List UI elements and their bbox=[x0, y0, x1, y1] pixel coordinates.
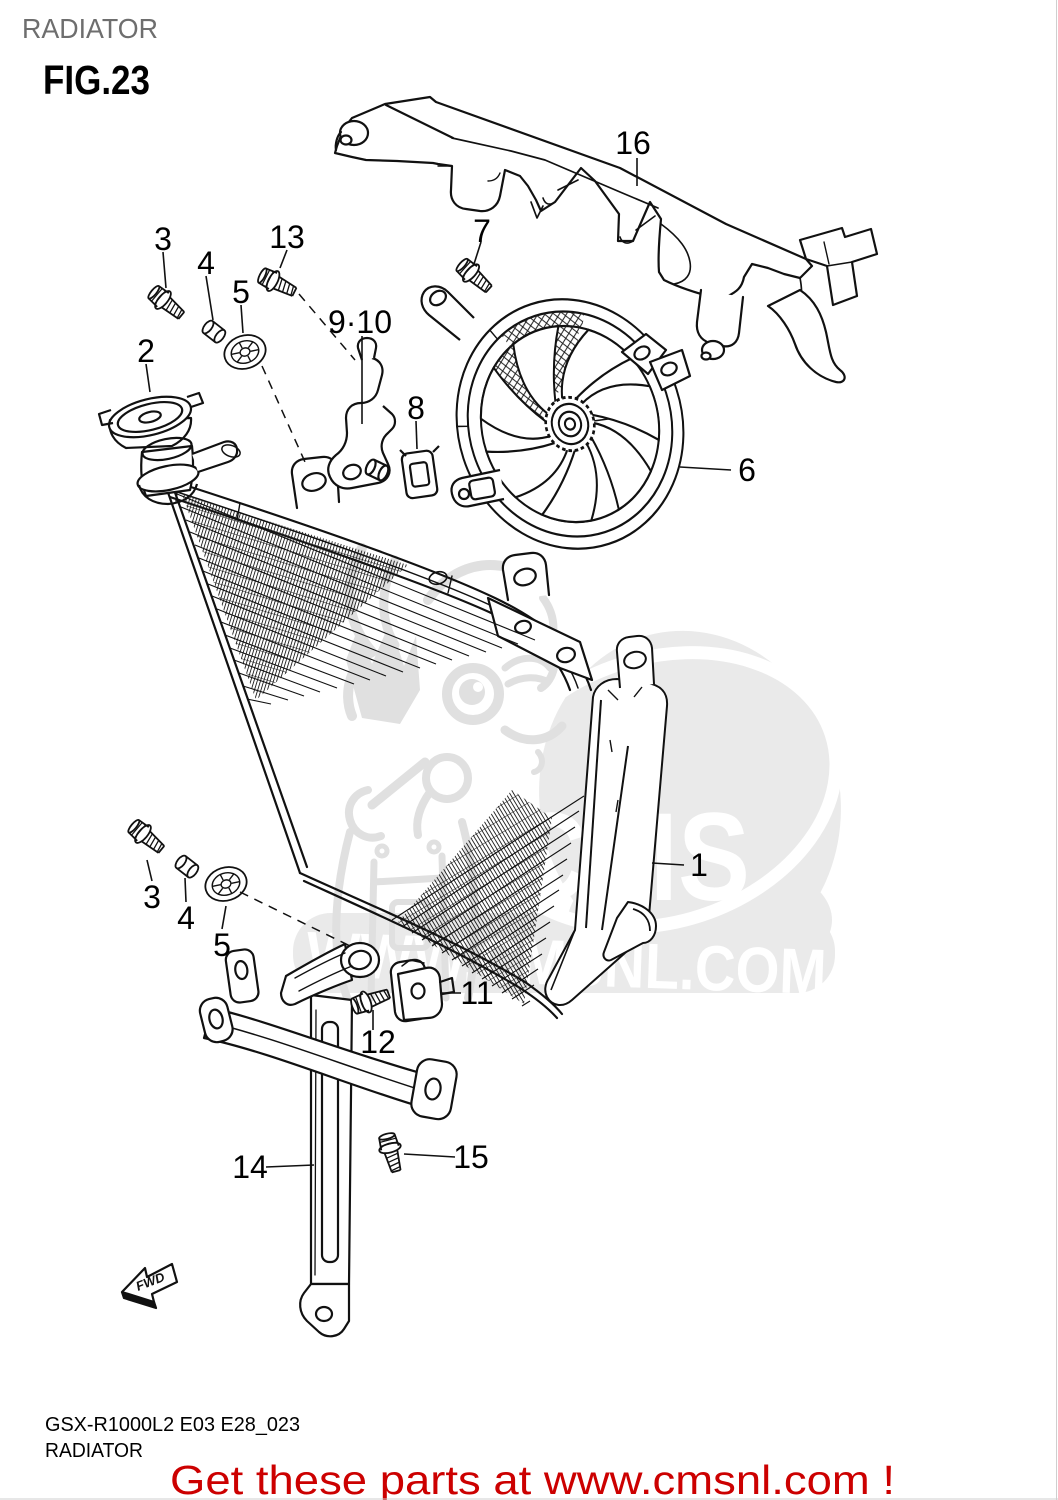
svg-text:11: 11 bbox=[460, 975, 493, 1011]
svg-text:14: 14 bbox=[232, 1149, 268, 1185]
svg-text:9·10: 9·10 bbox=[328, 304, 392, 340]
svg-text:RADIATOR: RADIATOR bbox=[22, 13, 158, 44]
svg-text:2: 2 bbox=[137, 333, 155, 369]
svg-text:5: 5 bbox=[213, 927, 231, 963]
svg-text:Get these parts at www.cmsnl.c: Get these parts at www.cmsnl.com ! bbox=[170, 1457, 895, 1500]
svg-text:12: 12 bbox=[360, 1024, 396, 1060]
svg-text:4: 4 bbox=[197, 245, 215, 281]
svg-text:4: 4 bbox=[177, 900, 195, 936]
svg-text:15: 15 bbox=[453, 1139, 489, 1175]
svg-text:GSX-R1000L2 E03 E28_023: GSX-R1000L2 E03 E28_023 bbox=[45, 1414, 300, 1436]
svg-text:8: 8 bbox=[407, 390, 425, 426]
svg-text:1: 1 bbox=[690, 847, 708, 883]
svg-text:6: 6 bbox=[738, 452, 756, 488]
svg-text:7: 7 bbox=[473, 213, 491, 249]
svg-text:13: 13 bbox=[269, 219, 305, 255]
svg-text:5: 5 bbox=[232, 274, 250, 310]
svg-text:RADIATOR: RADIATOR bbox=[45, 1440, 143, 1462]
svg-text:16: 16 bbox=[615, 125, 651, 161]
svg-text:3: 3 bbox=[143, 879, 161, 915]
svg-text:3: 3 bbox=[154, 221, 172, 257]
svg-text:FIG.23: FIG.23 bbox=[43, 57, 150, 103]
